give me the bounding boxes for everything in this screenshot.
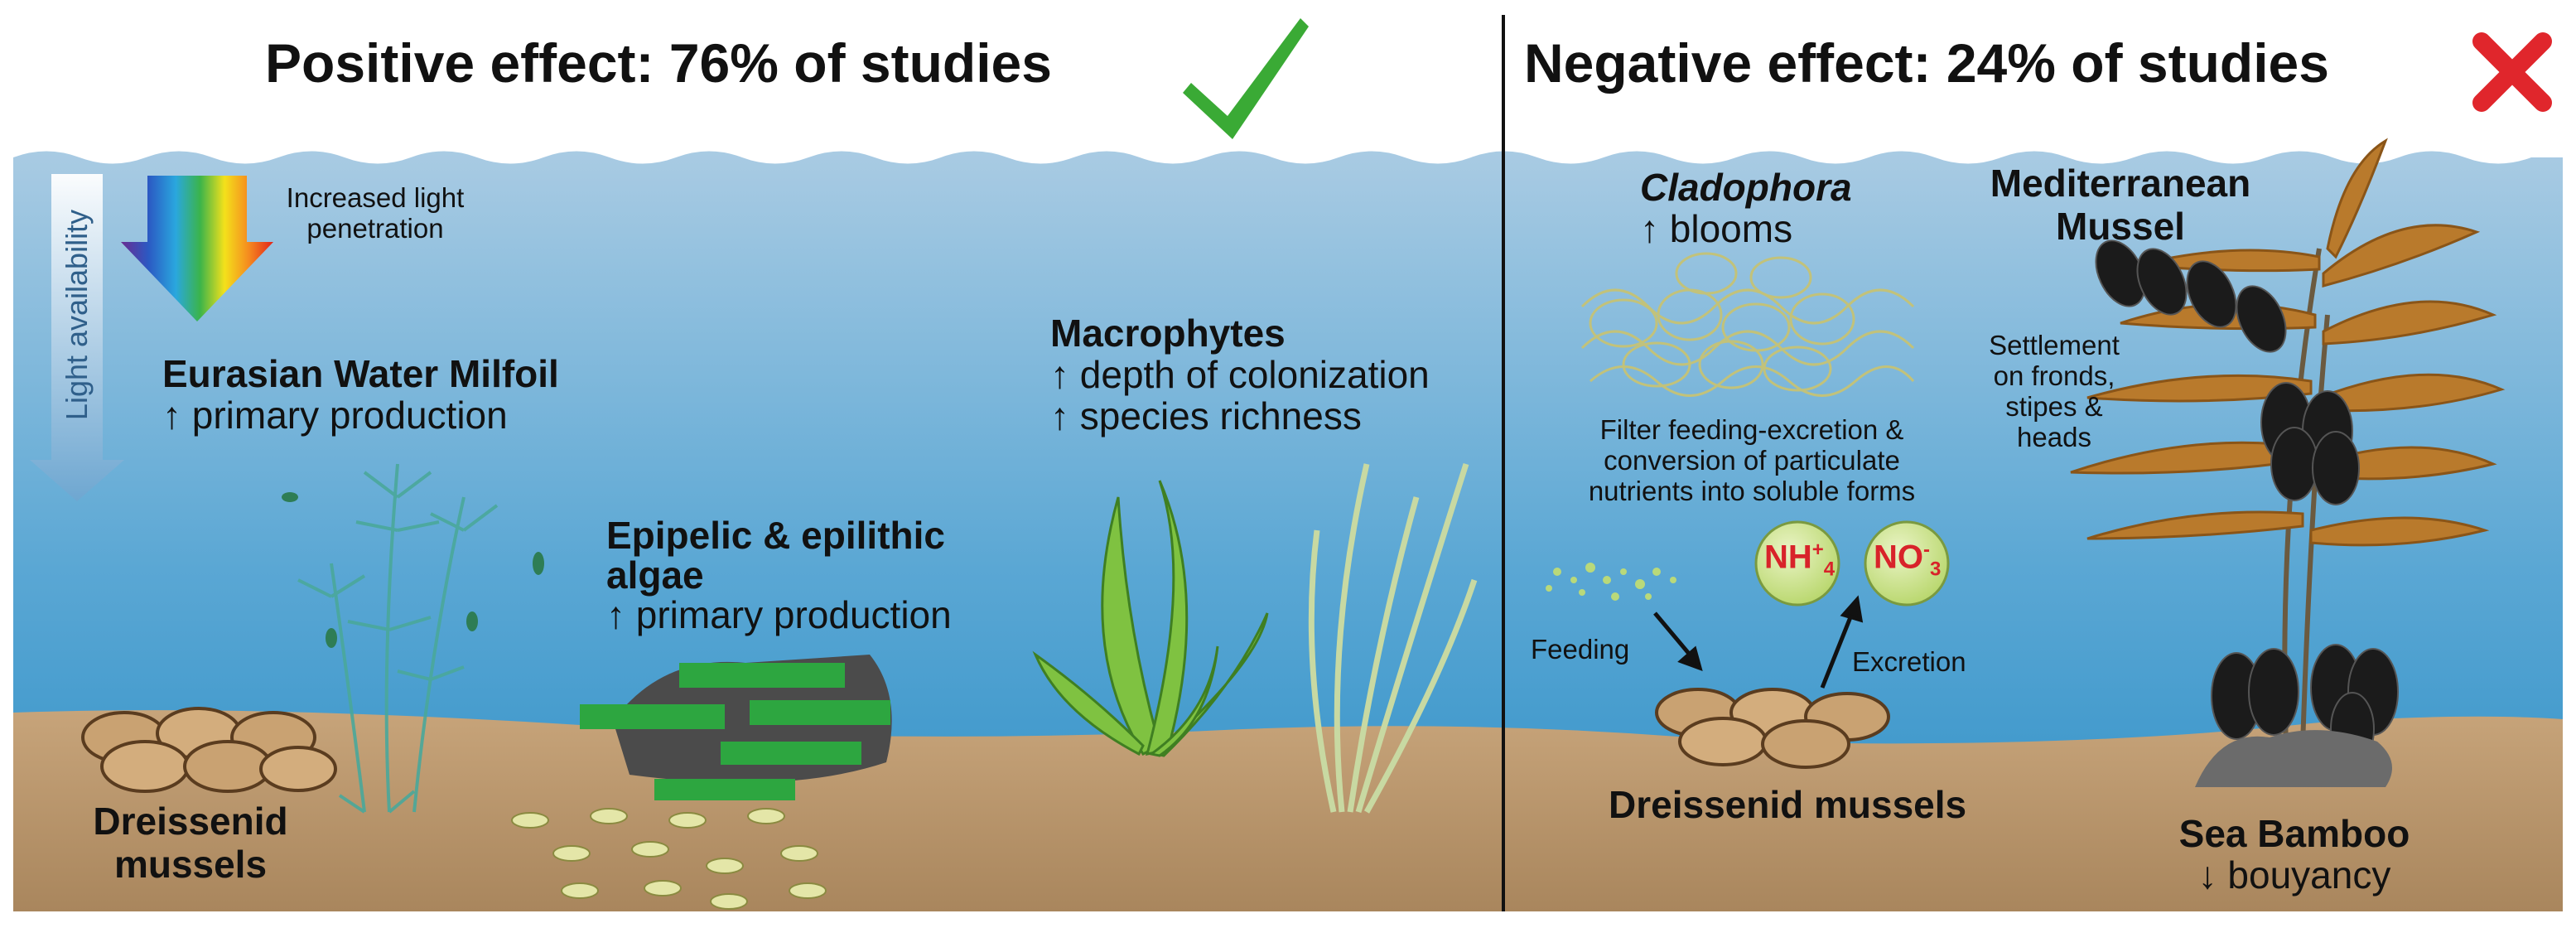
filter-feeding-note: Filter feeding-excretion & conversion of… [1557,414,1946,506]
feeding-label: Feeding [1531,634,1630,665]
macrophytes-effect2: ↑ species richness [1050,394,1362,437]
rock-algae-icon [580,655,892,800]
dreissenid-left-line1: Dreissenid [93,800,288,843]
med-mussel-line2: Mussel [2056,205,2185,248]
feeding-arrow [1653,611,1703,671]
med-mussel-line1: Mediterranean [1990,162,2251,205]
filter-line1: Filter feeding-excretion & [1599,414,1904,445]
settlement-line3: stipes & [2005,391,2103,422]
light-note-line1: Increased light [286,182,465,213]
mediterranean-mussel-label: Mediterranean Mussel [1980,162,2261,248]
cladophora-title: Cladophora [1640,166,1852,209]
grass-macrophyte-icon [1308,462,1478,814]
algae-title-line2: algae [606,553,704,597]
light-penetration-note: Increased light penetration [272,182,479,244]
sea-bamboo-title: Sea Bamboo [2178,812,2410,855]
negative-effect-heading: Negative effect: 24% of studies [1524,32,2329,94]
macrophytes-title: Macrophytes [1050,312,1286,355]
nitrate-symbol: NO [1874,539,1923,576]
light-availability-label: Light availability [60,209,94,421]
nitrate-index: 3 [1930,558,1942,581]
cladophora-effect: ↑ blooms [1640,207,1793,250]
macrophyte-plant-icon [1032,480,1269,757]
ammonium-charge: + [1811,539,1824,561]
algae-title-line1: Epipelic & epilithic [606,514,945,557]
excretion-label: Excretion [1852,646,1966,677]
light-note-line2: penetration [306,213,444,244]
light-penetration-arrow [121,176,273,321]
ammonium-index: 4 [1823,558,1836,581]
cladophora-icon [1580,252,1915,397]
macrophytes-effect1: ↑ depth of colonization [1050,353,1430,396]
sea-bamboo-effect: ↓ bouyancy [2197,853,2391,897]
algae-effect: ↑ primary production [606,593,952,636]
milfoil-flowers-icon [282,492,544,648]
dreissenid-left-label: Dreissenid mussels [83,800,298,886]
settlement-note: Settlement on fronds, stipes & heads [1963,330,2145,452]
dreissenid-left-line2: mussels [113,843,268,886]
nitrate-circle [1864,520,1950,607]
excretion-arrow [1820,595,1864,689]
sea-bamboo-kelp-icon [2070,138,2506,747]
cross-icon [2472,32,2552,112]
dreissenid-mussels-right-icon [1655,688,1890,769]
diatom-seeds-icon [511,808,827,910]
nitrate-charge: - [1923,539,1930,561]
nitrate-label: NO-3 [1874,539,1941,581]
dreissenid-right-label: Dreissenid mussels [1609,783,1967,826]
check-icon [1183,18,1309,139]
filter-line2: conversion of particulate [1604,445,1900,476]
sea-bamboo-rock [2195,730,2392,787]
settlement-line2: on fronds, [1993,360,2115,391]
light-availability-arrow [30,174,124,501]
mediterranean-mussels-icon [2095,239,2399,766]
milfoil-title: Eurasian Water Milfoil [162,352,559,395]
milfoil-plant-icon [297,463,499,814]
particulate-food-icon [1546,563,1676,601]
settlement-line4: heads [2017,422,2091,452]
dreissenid-mussels-left-icon [81,707,337,793]
filter-line3: nutrients into soluble forms [1588,476,1916,506]
ammonium-circle [1754,520,1840,607]
ammonium-symbol: NH [1764,539,1812,576]
settlement-line1: Settlement [1989,330,2120,360]
ammonium-label: NH+4 [1764,539,1835,581]
positive-effect-heading: Positive effect: 76% of studies [265,32,1052,94]
milfoil-effect: ↑ primary production [162,394,508,437]
